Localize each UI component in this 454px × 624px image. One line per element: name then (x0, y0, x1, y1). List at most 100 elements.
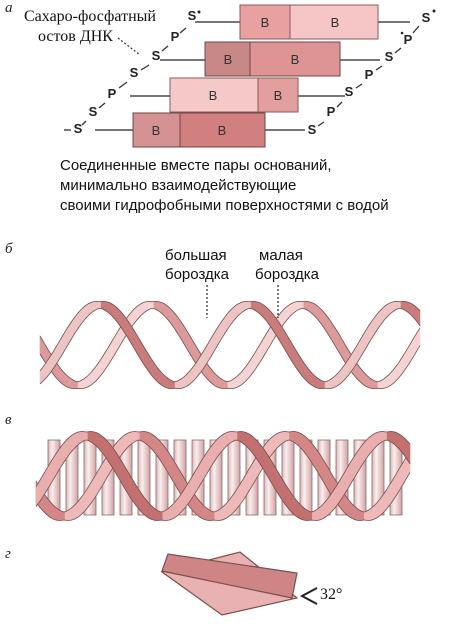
helix-strand-1-edge (39, 307, 421, 390)
helix-backbone-2 (116, 452, 120, 480)
helix-backbone-1 (353, 505, 357, 521)
helix-strand-1 (301, 301, 305, 309)
helix-backbone-2 (222, 432, 226, 451)
backbone-label-line2: остов ДНК (38, 28, 113, 45)
phosphate-label: P (108, 86, 117, 101)
helix-backbone-1 (176, 465, 180, 493)
helix-backbone-1 (137, 431, 141, 441)
helix-backbone-2 (120, 459, 124, 487)
helix-backbone-1 (98, 465, 101, 494)
helix-backbone-1-edge (35, 439, 411, 521)
helix-backbone-1 (282, 431, 286, 444)
helix-backbone-2 (127, 469, 130, 498)
helix-backbone-1 (64, 510, 68, 521)
helix-backbone-1 (322, 457, 326, 486)
helix-backbone-1 (68, 507, 72, 521)
helix-strand-1 (375, 380, 379, 389)
helix-backbone-2 (204, 452, 207, 479)
helix-backbone-2 (299, 503, 303, 520)
helix-backbone-2 (231, 431, 234, 443)
phosphate-label: P (404, 32, 413, 47)
caption-line3: своими гидрофобными поверхностями с водо… (60, 197, 389, 214)
helix-strand-1 (299, 301, 303, 310)
helix-backbone-2 (81, 431, 85, 443)
helix-strand-2 (170, 379, 174, 389)
helix-backbone-1 (58, 509, 62, 521)
helix-backbone-1 (370, 506, 373, 521)
base-pair-1 (239, 4, 379, 40)
helix-strand-2 (96, 301, 100, 310)
sugar-label: S (89, 104, 98, 119)
helix-backbone-1 (135, 431, 139, 442)
helix-backbone-1 (218, 507, 222, 521)
helix-backbone-1 (355, 506, 359, 521)
helix-backbone-1 (399, 463, 402, 492)
helix-backbone-2 (226, 431, 230, 447)
helix-backbone-2 (303, 507, 307, 521)
helix-backbone-1 (401, 460, 405, 488)
helix-backbone-2 (268, 455, 272, 483)
helix-backbone-1 (145, 431, 149, 447)
helix-strand-2-edge (39, 307, 421, 390)
helix-backbone-2-edge (35, 439, 411, 521)
helix-backbone-2 (48, 461, 51, 489)
helix-backbone-1 (62, 511, 66, 521)
helix-strand-2 (172, 380, 176, 389)
helix-backbone-2 (83, 431, 87, 442)
helix-backbone-2 (77, 431, 80, 446)
helix-backbone-1-edge (35, 431, 411, 513)
helix-backbone-2 (309, 511, 313, 521)
helix-backbone-1 (141, 431, 145, 443)
helix-backbone-2 (393, 431, 396, 446)
helix-backbone-2 (384, 431, 388, 441)
helix-backbone-1 (204, 505, 207, 521)
helix-backbone-2 (382, 431, 386, 442)
helix-backbone-2 (312, 510, 315, 521)
helix-strand-2 (174, 380, 178, 389)
sugar-label: S (385, 49, 394, 64)
helix-strand-1 (151, 301, 155, 309)
helix-strand-1 (153, 301, 157, 310)
phosphate-label: P (171, 29, 180, 44)
helix-strand-2 (250, 301, 254, 310)
helix-strand-1 (77, 380, 81, 389)
helix-backbone-2 (272, 462, 276, 490)
helix-backbone-1 (133, 431, 137, 443)
helix-backbone-2 (147, 501, 151, 520)
helix-backbone-2 (341, 473, 344, 501)
helix-backbone-2 (239, 431, 242, 443)
helix-backbone-1 (291, 431, 294, 443)
helix-backbone-1 (326, 464, 330, 493)
helix-backbone-1 (143, 431, 147, 445)
helix-strand-2 (98, 301, 102, 309)
major-groove-line2: бороздка (165, 266, 229, 283)
helix-backbone-2 (388, 431, 392, 443)
helix-backbone-1 (285, 431, 288, 442)
helix-backbone-2 (274, 465, 278, 494)
helix-backbone-2 (345, 466, 348, 494)
helix-backbone-2 (89, 431, 93, 444)
helix-backbone-2 (154, 507, 157, 521)
helix-backbone-1 (201, 503, 205, 520)
major-groove-line1: большая (165, 247, 227, 264)
helix-backbone-2 (353, 452, 357, 480)
panel-a-diagram: B B B B B B B B S P S S P S S S P S P S … (64, 4, 436, 148)
helix-backbone-1 (324, 461, 328, 489)
helix-strand-1 (377, 380, 381, 389)
helix-strand-2 (398, 301, 402, 309)
helix-backbone-1 (295, 431, 299, 446)
helix-backbone-2 (156, 509, 159, 521)
helix-backbone-1 (131, 431, 134, 445)
helix-backbone-1 (208, 508, 211, 521)
helix-backbone-2 (85, 431, 89, 441)
helix-backbone-2 (87, 431, 91, 442)
helix-backbone-1 (276, 432, 280, 449)
helix-backbone-1 (206, 507, 209, 521)
helix-backbone-2 (307, 510, 311, 521)
helix-backbone-1 (249, 462, 253, 491)
phosphate-label: P (365, 67, 374, 82)
helix-backbone-2 (79, 431, 83, 445)
helix-backbone-1 (280, 431, 284, 445)
helix-backbone-1 (54, 505, 58, 521)
